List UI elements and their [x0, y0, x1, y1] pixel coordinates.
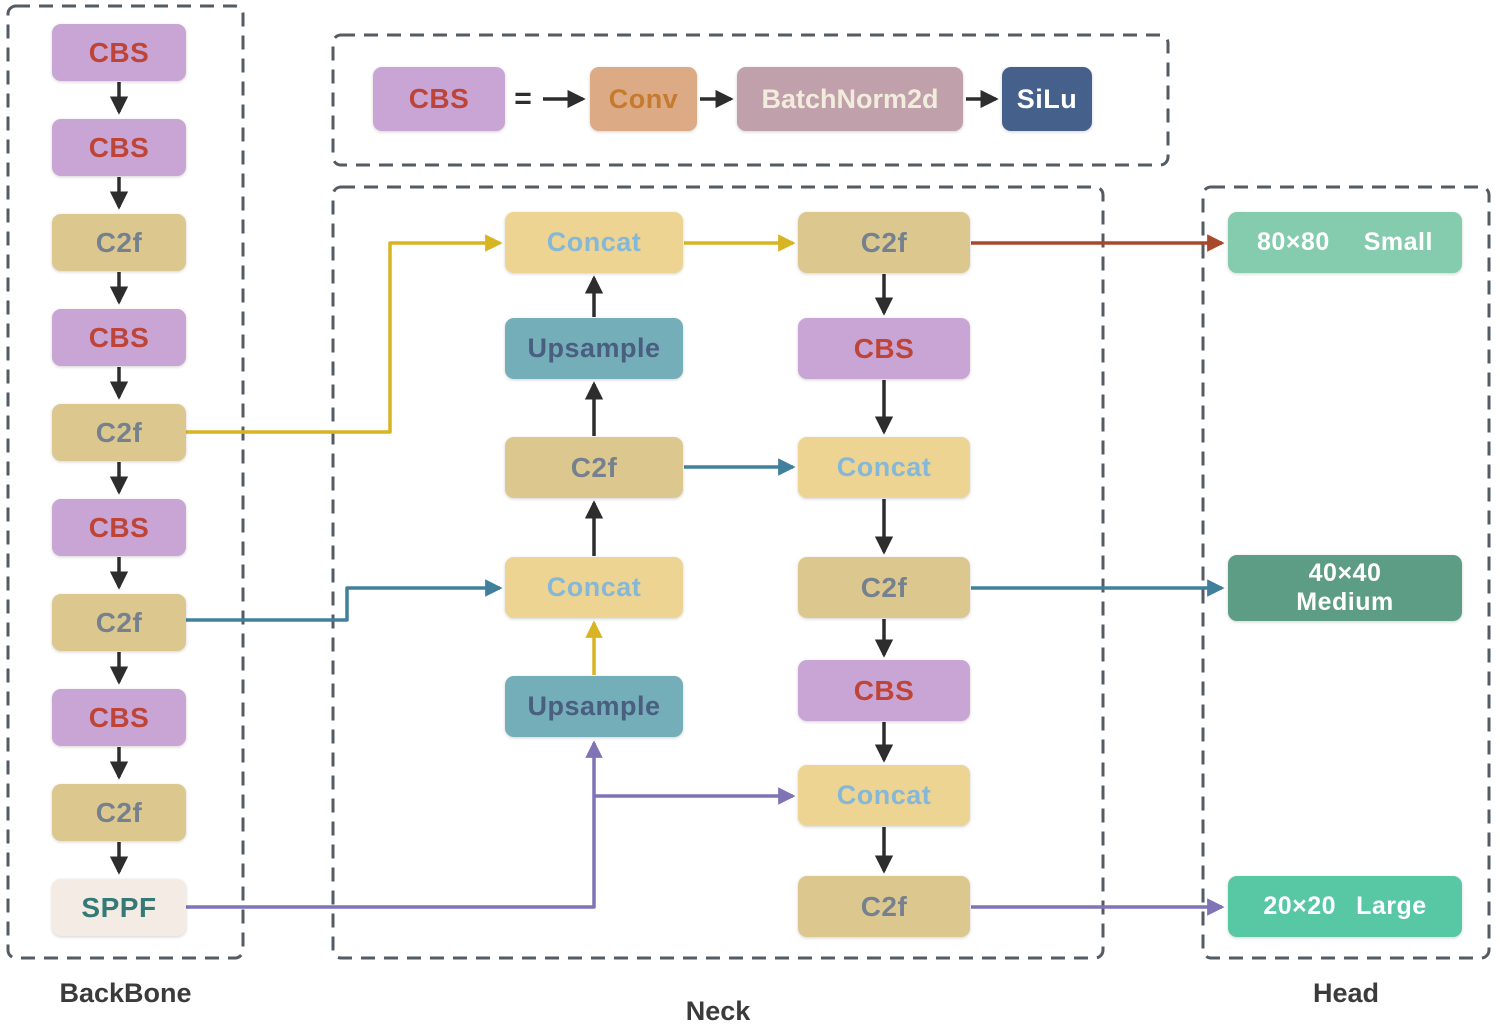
neck-right-c2f-2: C2f: [798, 557, 970, 618]
legend-batchnorm-box: BatchNorm2d: [737, 67, 963, 131]
head-output-medium: 40×40 Medium: [1228, 555, 1462, 621]
backbone-node-c2f-1: C2f: [52, 214, 186, 271]
neck-right-concat-1: Concat: [798, 437, 970, 498]
head-output-medium-name: Medium: [1296, 588, 1394, 616]
backbone-node-cbs-2: CBS: [52, 119, 186, 176]
neck-left-upsample-2: Upsample: [505, 676, 683, 737]
neck-right-cbs-1: CBS: [798, 318, 970, 379]
backbone-node-cbs-3: CBS: [52, 309, 186, 366]
arrow-sppf-to-upsample: [186, 740, 603, 909]
backbone-node-c2f-2: C2f: [52, 404, 186, 461]
legend-conv-box: Conv: [590, 67, 697, 131]
head-output-large-name: Large: [1356, 892, 1427, 920]
backbone-node-c2f-4: C2f: [52, 784, 186, 841]
backbone-node-cbs-4: CBS: [52, 499, 186, 556]
neck-left-upsample-1: Upsample: [505, 318, 683, 379]
neck-right-cbs-2: CBS: [798, 660, 970, 721]
legend-cbs-box: CBS: [373, 67, 505, 131]
neck-dashed-border: [331, 185, 1105, 960]
neck-left-c2f: C2f: [505, 437, 683, 498]
neck-left-concat-2: Concat: [505, 557, 683, 618]
backbone-node-cbs-1: CBS: [52, 24, 186, 81]
head-output-large: 20×20 Large: [1228, 876, 1462, 937]
neck-right-c2f-1: C2f: [798, 212, 970, 273]
head-dashed-border: [1201, 185, 1491, 960]
neck-section-label: Neck: [685, 996, 751, 1026]
backbone-node-c2f-3: C2f: [52, 594, 186, 651]
legend-equals-sign: =: [514, 82, 532, 115]
backbone-section-label: BackBone: [59, 978, 192, 1008]
head-output-small-name: Small: [1363, 228, 1433, 256]
backbone-node-sppf: SPPF: [52, 879, 186, 936]
head-output-medium-size: 40×40: [1308, 559, 1382, 587]
neck-right-c2f-3: C2f: [798, 876, 970, 937]
backbone-dashed-border: [6, 4, 245, 960]
arrow-backbone-c2f5-to-concat: [186, 234, 503, 434]
head-output-large-size: 20×20: [1263, 892, 1337, 920]
backbone-node-cbs-5: CBS: [52, 689, 186, 746]
head-output-small-size: 80×80: [1257, 228, 1330, 256]
legend-silu-box: SiLu: [1002, 67, 1092, 131]
neck-right-concat-2: Concat: [798, 765, 970, 826]
head-section-label: Head: [1312, 978, 1380, 1008]
neck-left-concat-1: Concat: [505, 212, 683, 273]
arrow-backbone-c2f7-to-concat: [186, 579, 503, 622]
legend-dashed-border: [331, 33, 1170, 167]
head-output-small: 80×80 Small: [1228, 212, 1462, 273]
